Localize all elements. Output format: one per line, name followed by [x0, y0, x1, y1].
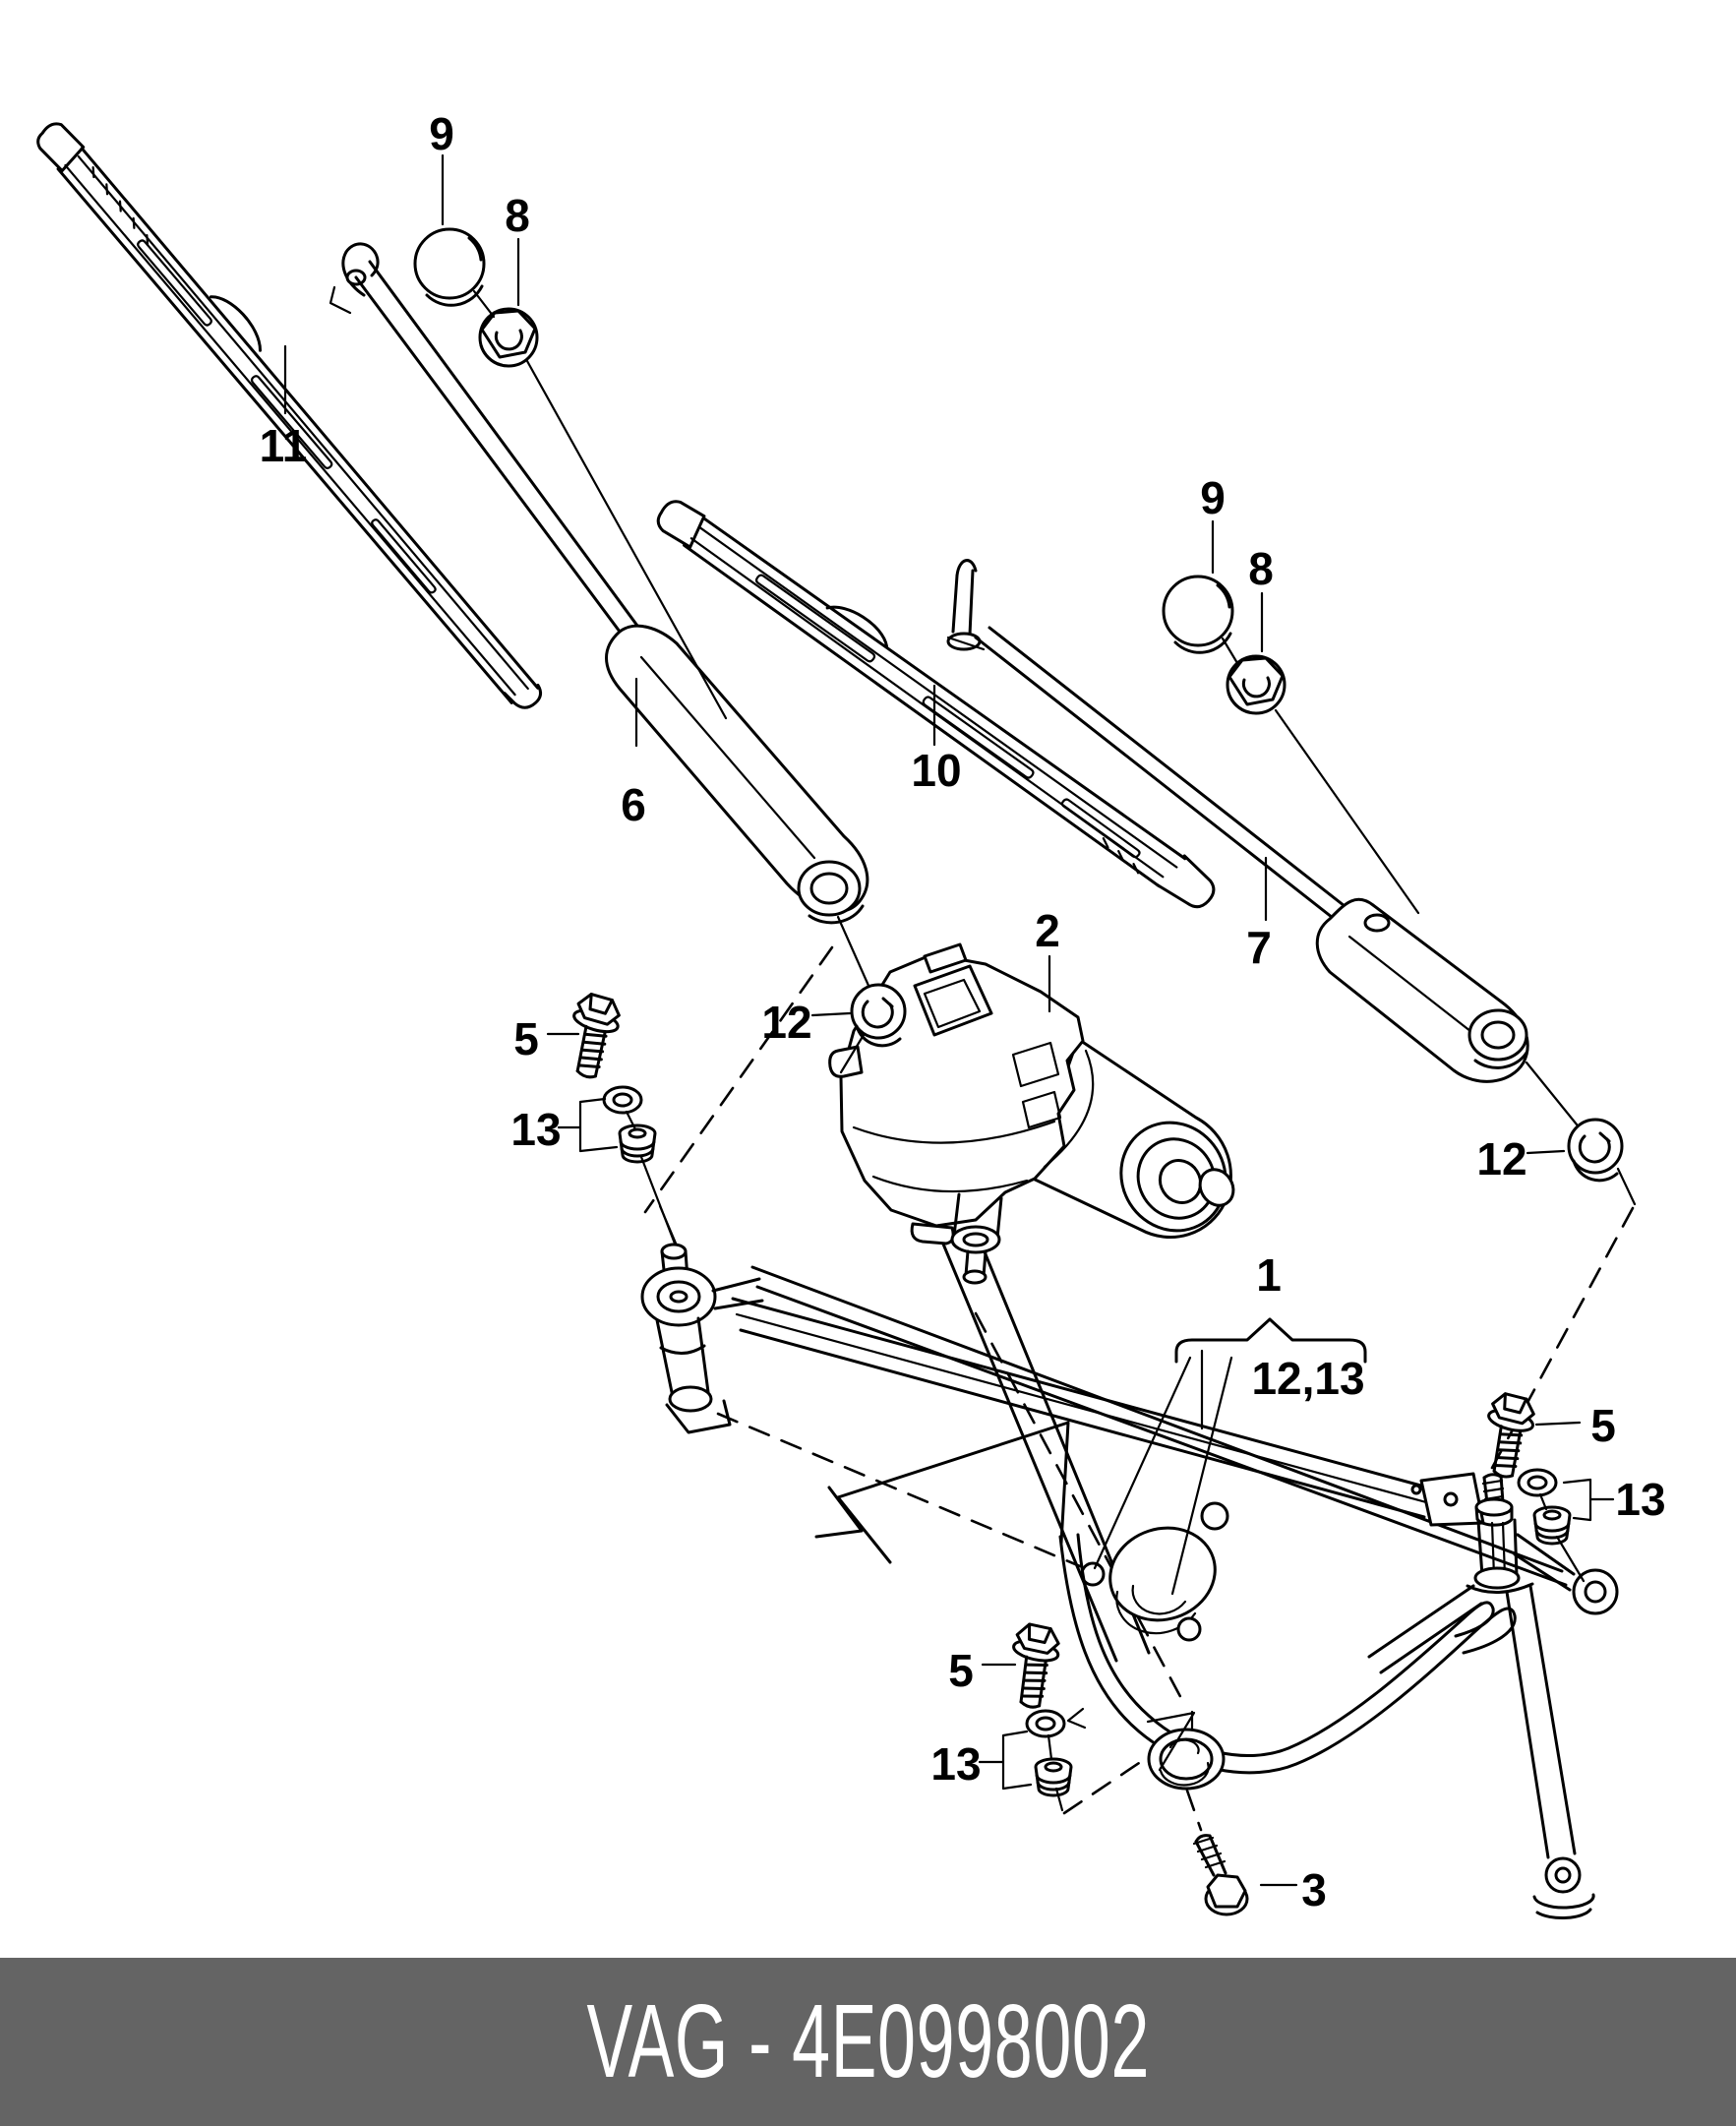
footer-bar: VAG - 4E0998002	[0, 1958, 1736, 2126]
part-label-7: 7	[1246, 922, 1272, 973]
part-label-6: 6	[621, 779, 646, 830]
nut-8-right-leader	[1274, 708, 1420, 915]
pin-13-right	[1538, 1492, 1586, 1583]
part-label-3: 3	[1301, 1864, 1327, 1915]
bolt-5-bottom	[1000, 1620, 1065, 1712]
part-label-12-left: 12	[761, 997, 811, 1048]
part-label-5-left: 5	[513, 1013, 539, 1064]
part-label-12-right: 12	[1476, 1133, 1526, 1184]
bolt-5-right	[1473, 1389, 1540, 1483]
catalog-code: VAG - 4E0998002	[586, 1983, 1150, 2099]
label-leaders	[283, 153, 1615, 1887]
part-label-2: 2	[1035, 905, 1060, 956]
part-labels: 9 8 11 6 10 12 9 8 7 2 5 13 12 1 12,13 5…	[260, 108, 1666, 1915]
cap-nut-link-right	[1221, 637, 1239, 665]
washer-13-right	[1517, 1468, 1558, 1497]
part-label-8-left: 8	[505, 190, 530, 241]
wiper-linkage-frame	[640, 1204, 1619, 1920]
grommet-13-left	[618, 1124, 657, 1164]
frame-rubber-mount	[1146, 1710, 1226, 1791]
wiper-arm-6	[329, 242, 871, 990]
washer-13-bottom	[1025, 1709, 1066, 1738]
grommet-13-bottom	[1034, 1757, 1073, 1797]
frame-mounting-plate	[814, 1421, 1229, 1730]
grommet-12-right-tail	[1616, 1167, 1637, 1206]
washer-13-left	[602, 1085, 643, 1115]
pin-13-left	[625, 1110, 677, 1245]
arm-grommet-12-right	[1567, 1118, 1624, 1183]
part-label-13-bottom: 13	[930, 1738, 981, 1790]
cap-nut-link-left	[472, 289, 496, 319]
nut-8-left	[478, 307, 539, 368]
pin-13-bottom	[1047, 1733, 1064, 1812]
part-label-13-left: 13	[510, 1104, 561, 1155]
part-label-5-bottom: 5	[948, 1645, 974, 1696]
part-label-1: 1	[1256, 1249, 1282, 1301]
part-label-13-right: 13	[1615, 1474, 1665, 1525]
nut-8-left-leader	[525, 359, 728, 720]
nut-8-right	[1226, 654, 1287, 715]
frame-strap	[1058, 1533, 1517, 1775]
part-label-10: 10	[911, 745, 961, 796]
motor-output-shaft	[950, 1192, 1003, 1285]
wiper-blade-11	[36, 122, 543, 709]
part-label-9-left: 9	[429, 108, 454, 159]
part-label-11: 11	[260, 420, 308, 471]
bolt-5-left	[557, 989, 627, 1083]
screw-3	[1192, 1834, 1249, 1916]
frame-right-pivot	[1367, 1473, 1619, 1920]
part-label-8-right: 8	[1248, 543, 1274, 594]
grommet-13-right	[1532, 1505, 1572, 1546]
part-label-12-13: 12,13	[1251, 1353, 1364, 1404]
wiper-blade-10	[656, 500, 1216, 909]
cap-9-left	[413, 227, 486, 307]
part-label-5-right: 5	[1590, 1400, 1616, 1451]
part-label-9-right: 9	[1200, 472, 1226, 523]
cap-9-right	[1162, 575, 1234, 654]
wiper-arm-7	[946, 559, 1579, 1126]
frame-left-pivot	[640, 1204, 764, 1434]
grommet-12-left-tail	[839, 1033, 866, 1074]
